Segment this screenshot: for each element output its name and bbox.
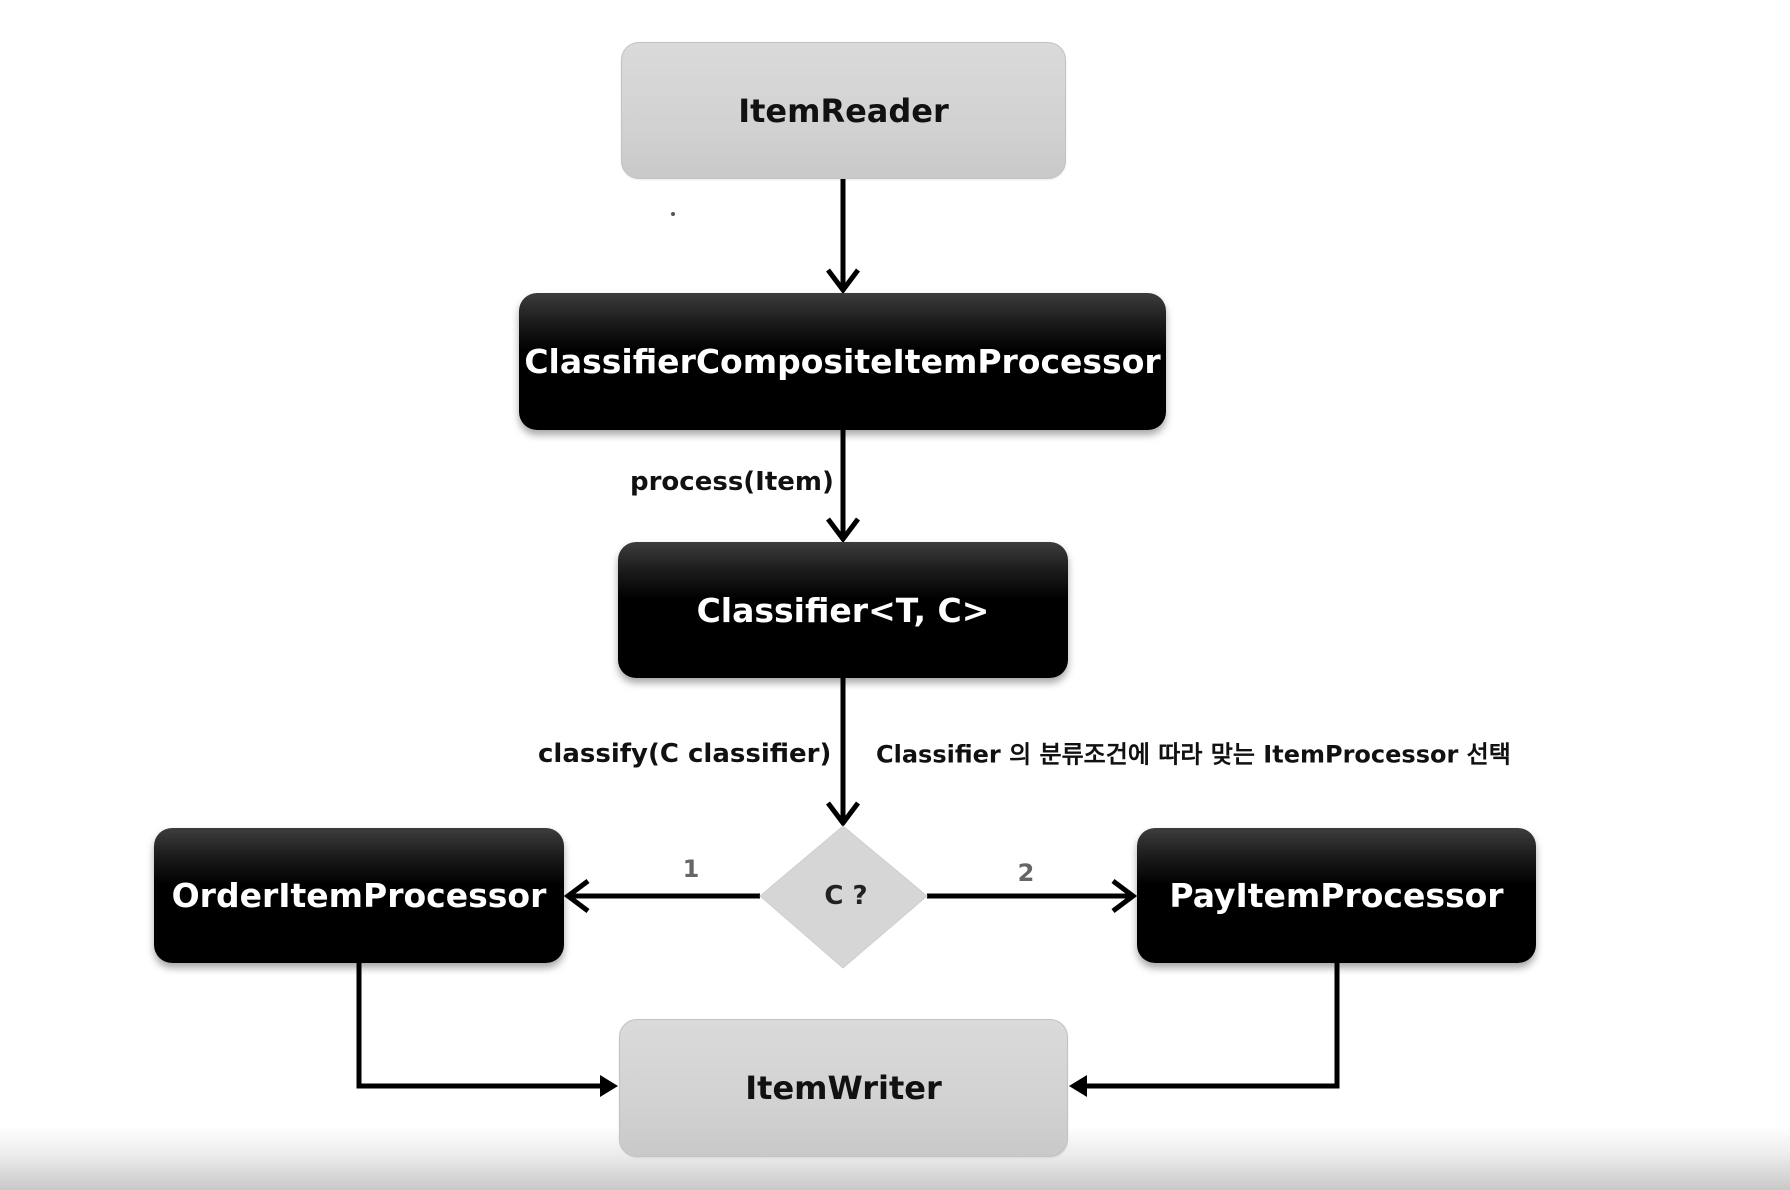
arrowhead-order	[563, 879, 590, 913]
node-item-writer-label: ItemWriter	[745, 1069, 942, 1107]
node-pay-label: PayItemProcessor	[1169, 876, 1504, 915]
arrowhead-writer-right	[1069, 1075, 1087, 1097]
node-item-reader-label: ItemReader	[738, 91, 949, 130]
annotation-classifier-note: Classifier 의 분류조건에 따라 맞는 ItemProcessor 선…	[876, 740, 1511, 769]
arrowhead-classifier	[826, 517, 860, 544]
node-item-reader: ItemReader	[621, 42, 1066, 179]
edge-label-process: process(Item)	[630, 467, 834, 497]
arrowhead-writer-left	[600, 1075, 618, 1097]
decision-diamond	[759, 825, 928, 969]
edge-order-to-writer	[356, 963, 604, 1089]
branch-label-2: 2	[1017, 859, 1035, 887]
edge-pay-to-writer	[1084, 963, 1340, 1089]
node-classifier-composite-item-processor: ClassifierCompositeItemProcessor	[519, 293, 1166, 430]
node-classifier-label: Classifier<T, C>	[696, 590, 990, 630]
arrowhead-composite	[826, 268, 860, 295]
node-classifier: Classifier<T, C>	[618, 542, 1068, 678]
arrowhead-pay	[1111, 879, 1138, 913]
node-order-label: OrderItemProcessor	[171, 876, 547, 915]
node-order-item-processor: OrderItemProcessor	[154, 828, 564, 963]
edge-label-classify: classify(C classifier)	[538, 739, 832, 769]
node-pay-item-processor: PayItemProcessor	[1137, 828, 1536, 963]
arrowhead-decision	[826, 801, 860, 828]
branch-label-1: 1	[682, 855, 700, 883]
node-item-writer: ItemWriter	[619, 1019, 1068, 1157]
stray-dot	[671, 212, 675, 216]
node-composite-label: ClassifierCompositeItemProcessor	[524, 342, 1161, 381]
decision-label: C ?	[824, 881, 868, 911]
